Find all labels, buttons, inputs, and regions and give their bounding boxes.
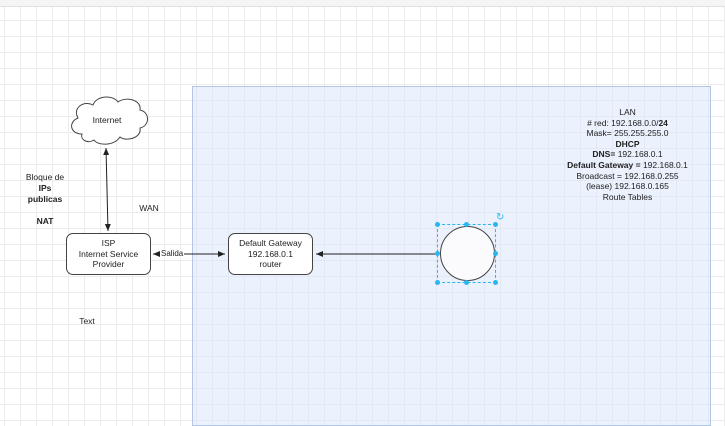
lan-dhcp: DHCP: [615, 138, 640, 149]
resize-handle-nw[interactable]: [435, 222, 440, 227]
lan-gateway-value: 192.168.0.1: [640, 159, 688, 170]
resize-handle-sw[interactable]: [435, 280, 440, 285]
lan-broadcast: Broadcast = 192.168.0.255: [576, 170, 679, 181]
gateway-node-line3: router: [259, 259, 282, 270]
lan-dns-line: DNS= 192.168.0.1: [540, 149, 715, 160]
lan-network-cidr: 24: [658, 117, 668, 128]
salida-edge-label[interactable]: Salida: [160, 249, 185, 258]
internet-cloud-shape[interactable]: [71, 96, 148, 145]
lan-gateway-line: Default Gateway = 192.168.0.1: [540, 160, 715, 171]
public-ip-line2: IPs: [38, 183, 52, 193]
resize-handle-s[interactable]: [464, 280, 469, 285]
lan-network-prefix: # red: 192.168.0.0/: [587, 117, 659, 128]
resize-handle-se[interactable]: [493, 280, 498, 285]
public-ip-block-note[interactable]: Bloque de IPs publicas: [20, 172, 70, 205]
internet-isp-connector[interactable]: [103, 147, 111, 232]
text-label[interactable]: Text: [79, 316, 95, 326]
resize-handle-ne[interactable]: [493, 222, 498, 227]
lan-dns-value: 192.168.0.1: [615, 149, 663, 160]
lan-route-tables: Route Tables: [602, 191, 653, 202]
resize-handle-n[interactable]: [464, 222, 469, 227]
lan-lease: (lease) 192.168.0.165: [586, 181, 669, 192]
lan-dns-key: DNS=: [592, 149, 616, 160]
gateway-node[interactable]: Default Gateway 192.168.0.1 router: [228, 233, 313, 275]
resize-handle-e[interactable]: [493, 251, 498, 256]
circle-node[interactable]: [440, 226, 495, 281]
isp-node-line1: ISP: [101, 238, 116, 249]
isp-node[interactable]: ISP Internet Service Provider: [66, 233, 151, 275]
canvas-top-bar: [0, 0, 725, 7]
gateway-node-line2: 192.168.0.1: [248, 248, 293, 259]
isp-node-line2: Internet Service: [78, 248, 139, 259]
nat-label[interactable]: NAT: [36, 216, 54, 226]
lan-mask: Mask= 255.255.255.0: [586, 128, 669, 139]
isp-node-line3: Provider: [92, 259, 125, 270]
lan-gateway-key: Default Gateway =: [567, 159, 641, 170]
lan-network-line: # red: 192.168.0.0/24: [540, 118, 715, 129]
public-ip-line3: publicas: [27, 194, 63, 204]
resize-handle-w[interactable]: [435, 251, 440, 256]
public-ip-line1: Bloque de: [25, 172, 65, 182]
wan-label[interactable]: WAN: [139, 203, 159, 213]
internet-cloud-label: Internet: [92, 115, 122, 125]
rotate-icon[interactable]: ↻: [496, 212, 505, 223]
gateway-node-line1: Default Gateway: [239, 238, 302, 249]
lan-info-text[interactable]: LAN # red: 192.168.0.0/24 Mask= 255.255.…: [540, 107, 715, 202]
lan-title: LAN: [619, 107, 636, 117]
